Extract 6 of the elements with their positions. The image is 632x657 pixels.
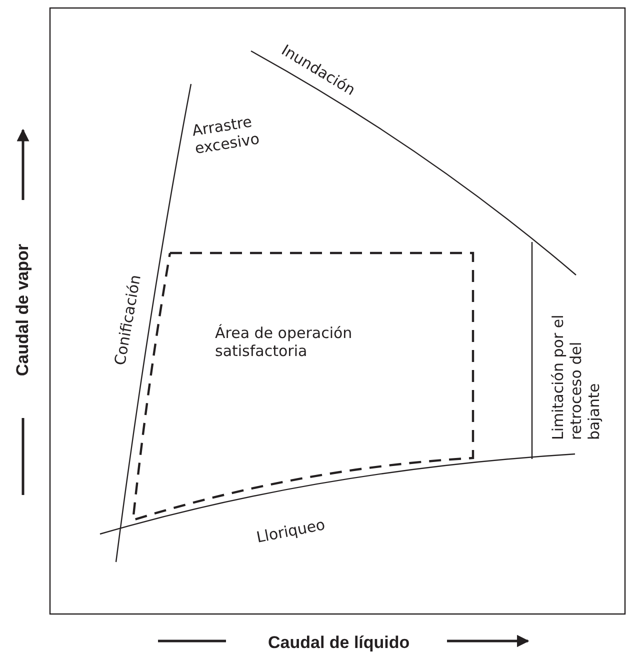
curve-label: Arrastre excesivo: [190, 112, 262, 158]
line-label: Limitación por el retroceso del bajante: [549, 314, 603, 440]
region-label: Área de operación satisfactoria: [215, 324, 354, 360]
axis-title: Caudal de vapor: [14, 244, 32, 376]
axis-title: Caudal de líquido: [268, 634, 410, 652]
curve-label: Lloriqueo: [254, 516, 326, 546]
